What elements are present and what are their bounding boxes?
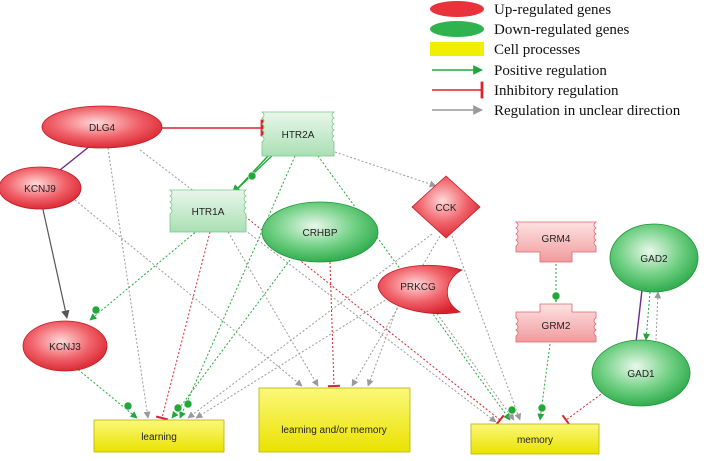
edge-htr1a-kcnj3: [89, 229, 199, 321]
node-gad2-label: GAD2: [640, 254, 668, 265]
edge-crhbp-learning-memory: [327, 261, 341, 388]
edge-kcnj3-learning: [74, 366, 138, 419]
edge-kcnj9-learning-memory: [74, 199, 303, 387]
edge-dlg4-kcnj9: [59, 145, 91, 171]
process-learning-label: learning: [141, 432, 177, 443]
legend-inhibitory: Inhibitory regulation: [432, 81, 619, 99]
edge-htr2a-cck: [334, 151, 437, 188]
process-learning-memory-label: learning and/or memory: [281, 425, 387, 436]
edge-gad1-gad2: [654, 291, 662, 341]
node-htr2a-label: HTR2A: [282, 130, 315, 141]
edge-gad2-gad1: [643, 291, 651, 341]
positive-badges: [91, 132, 561, 415]
edge-cck-learning: [187, 233, 433, 419]
edge-htr1a-learning-memory: [227, 231, 319, 387]
legend-unclear-label: Regulation in unclear direction: [494, 103, 681, 119]
node-htr1a[interactable]: HTR1A: [168, 189, 248, 233]
node-dlg4[interactable]: DLG4: [41, 105, 163, 149]
edge-gad2-gad1-purple: [635, 289, 643, 343]
node-gad1-label: GAD1: [627, 369, 655, 380]
edge-prkcg-memory: [429, 303, 515, 421]
plus-badge: [91, 305, 101, 315]
edge-dlg4-memory: [139, 149, 497, 423]
legend-unclear: Regulation in unclear direction: [432, 103, 681, 119]
legend-positive-label: Positive regulation: [494, 63, 607, 79]
node-htr1a-label: HTR1A: [192, 207, 225, 218]
node-grm2[interactable]: GRM2: [515, 303, 597, 343]
node-gad1[interactable]: GAD1: [591, 339, 691, 407]
plus-badge: [507, 405, 517, 415]
node-grm4[interactable]: GRM4: [514, 221, 598, 263]
legend-cell-label: Cell processes: [494, 42, 580, 58]
edges: [41, 119, 662, 426]
process-memory[interactable]: memory: [470, 423, 600, 455]
node-prkcg-label: PRKCG: [400, 282, 436, 293]
edge-kcnj9-kcnj3: [41, 204, 70, 319]
node-gad2[interactable]: GAD2: [609, 223, 699, 293]
legend-down-label: Down-regulated genes: [494, 22, 630, 38]
node-crhbp[interactable]: CRHBP: [261, 201, 379, 263]
plus-badge: [551, 291, 561, 301]
legend-down: Down-regulated genes: [430, 21, 630, 38]
plus-badge: [173, 403, 183, 413]
node-htr2a[interactable]: HTR2A: [260, 111, 336, 157]
plus-badge: [537, 403, 547, 413]
legend-cell: Cell processes: [430, 42, 580, 58]
process-learning[interactable]: learning: [93, 419, 225, 453]
edge-htr1a-memory: [241, 213, 505, 426]
node-grm2-label: GRM2: [542, 321, 571, 332]
edge-prkcg-learning-memory: [366, 299, 401, 387]
edge-htr2a-htr1a: [231, 149, 279, 195]
legend-inhibitory-label: Inhibitory regulation: [494, 83, 619, 99]
legend: Up-regulated genes Down-regulated genes …: [430, 1, 681, 119]
process-learning-memory[interactable]: learning and/or memory: [258, 387, 411, 453]
node-kcnj9-label: KCNJ9: [24, 184, 56, 195]
legend-positive: Positive regulation: [432, 63, 607, 79]
legend-up: Up-regulated genes: [430, 1, 611, 18]
plus-badge: [123, 401, 133, 411]
edge-cck-memory: [451, 235, 522, 421]
process-memory-label: memory: [517, 435, 553, 446]
legend-up-label: Up-regulated genes: [494, 2, 611, 18]
node-cck-label: CCK: [435, 203, 456, 214]
node-kcnj3-label: KCNJ3: [49, 342, 81, 353]
edge-dlg4-learning: [107, 147, 151, 419]
node-kcnj9[interactable]: KCNJ9: [0, 166, 82, 210]
plus-badge: [183, 399, 193, 409]
node-cck[interactable]: CCK: [411, 175, 481, 239]
node-dlg4-label: DLG4: [89, 123, 116, 134]
plus-badge: [247, 171, 257, 181]
node-prkcg[interactable]: PRKCG: [377, 264, 464, 315]
node-crhbp-label: CRHBP: [302, 228, 337, 239]
edge-grm2-memory: [537, 343, 551, 421]
edge-gad1-memory: [561, 391, 605, 426]
edge-prkcg-learning: [195, 295, 393, 419]
edge-cck-learning-memory: [351, 235, 441, 387]
node-grm4-label: GRM4: [542, 234, 571, 245]
edge-htr2a-memory: [317, 155, 511, 421]
edge-htr1a-learning: [155, 231, 211, 421]
node-kcnj3[interactable]: KCNJ3: [22, 320, 108, 372]
